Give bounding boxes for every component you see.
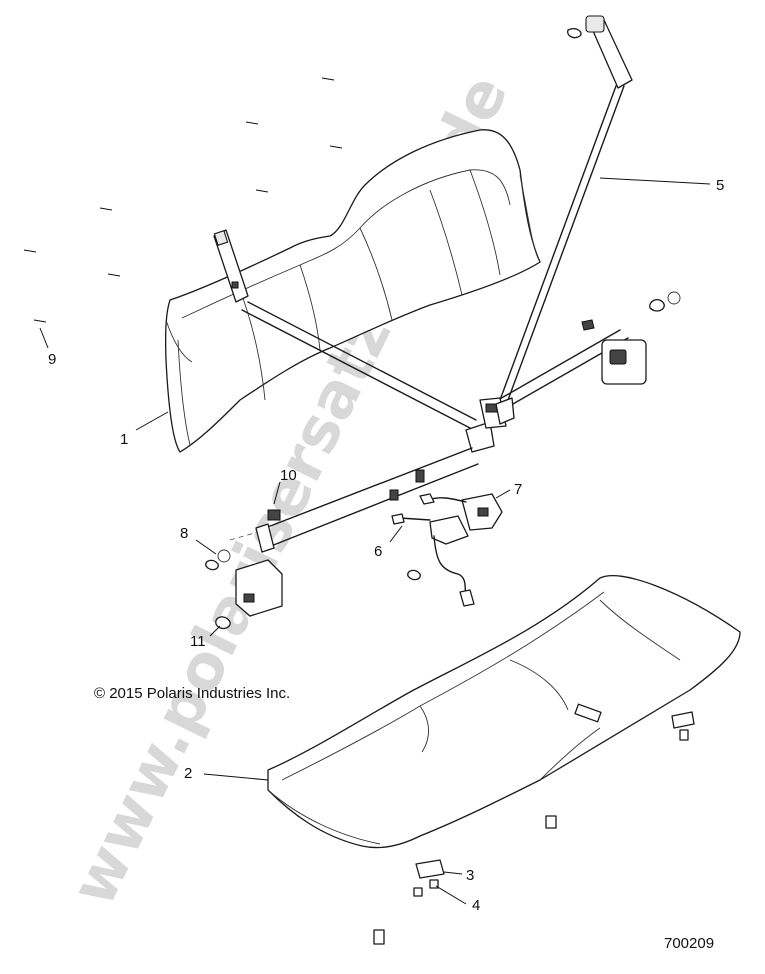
callout-10: 10	[280, 467, 297, 484]
callout-2: 2	[184, 765, 192, 782]
callout-1: 1	[120, 431, 128, 448]
callouts: 1 2 3 4 5 6 7 8 9 10 11	[39, 177, 724, 914]
callout-11: 11	[190, 633, 206, 650]
document-number: 700209	[664, 935, 714, 952]
center-buckles	[465, 397, 515, 453]
shoulder-belt	[499, 15, 633, 401]
left-retractor	[205, 549, 283, 617]
callout-9: 9	[48, 351, 56, 368]
belt-anchor-left	[213, 229, 249, 303]
callout-3: 3	[466, 867, 474, 884]
seat-back	[164, 129, 541, 453]
lap-belt	[229, 447, 479, 553]
seat-base	[267, 574, 741, 879]
callout-8: 8	[180, 525, 188, 542]
copyright-notice: © 2015 Polaris Industries Inc.	[94, 685, 290, 702]
seat-back-belt-strap	[241, 301, 477, 429]
callout-7: 7	[514, 481, 522, 498]
right-retractor	[497, 291, 681, 409]
callout-4: 4	[472, 897, 480, 914]
callout-5: 5	[716, 177, 724, 194]
callout-6: 6	[374, 543, 382, 560]
buckle-harness	[391, 493, 503, 607]
fasteners	[23, 77, 689, 945]
